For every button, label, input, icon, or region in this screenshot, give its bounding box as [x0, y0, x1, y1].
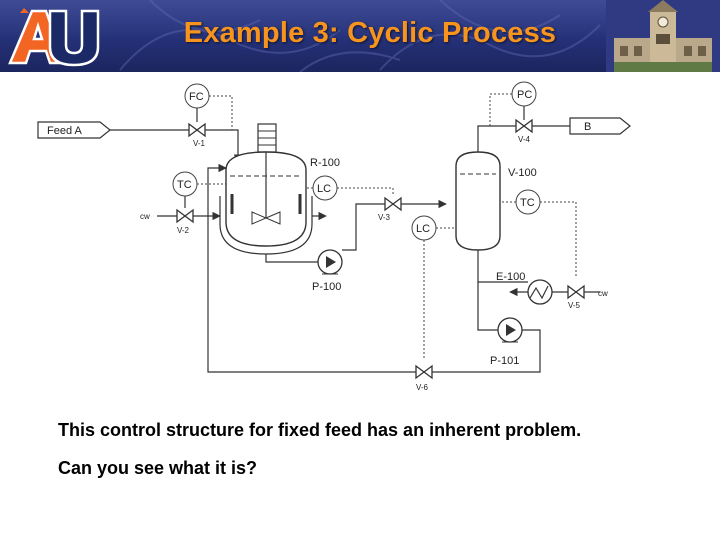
reactor-level-controller: LC — [312, 175, 338, 201]
svg-text:V-5: V-5 — [568, 301, 581, 310]
svg-text:TC: TC — [520, 197, 535, 209]
reactor-pump-p100: P-100 — [312, 249, 343, 293]
pressure-controller: PC — [511, 81, 537, 107]
svg-text:B: B — [584, 121, 591, 133]
column-v100: V-100 — [455, 151, 537, 251]
cw-exchanger-label: cw — [598, 289, 608, 298]
recycle-line — [207, 184, 541, 373]
svg-text:V-4: V-4 — [518, 135, 531, 144]
reactor-temp-controller: TC — [172, 171, 198, 197]
cooling-valve: V-2 — [176, 208, 194, 235]
svg-text:LC: LC — [317, 183, 331, 195]
exchanger-valve: V-5 — [567, 284, 585, 310]
svg-text:P-101: P-101 — [490, 355, 519, 367]
reactor-outlet-line — [265, 254, 318, 263]
feed-a-stream: Feed A — [37, 121, 111, 139]
column-temp-controller: TC — [515, 189, 541, 215]
banner-pattern — [119, 0, 601, 72]
svg-text:FC: FC — [189, 91, 204, 103]
reactor-label: R-100 — [310, 157, 340, 169]
auburn-logo — [8, 8, 100, 67]
svg-text:P-100: P-100 — [312, 281, 341, 293]
svg-text:LC: LC — [416, 223, 430, 235]
header-banner: Example 3: Cyclic Process — [0, 0, 720, 72]
bottoms-pump-p101: P-101 — [490, 317, 523, 367]
clock-tower-image — [606, 0, 720, 72]
caption-line-1: This control structure for fixed feed ha… — [58, 420, 582, 440]
fc-signal — [209, 95, 233, 130]
feed-valve: V-1 — [188, 122, 206, 148]
svg-text:V-1: V-1 — [193, 139, 206, 148]
column-level-controller: LC — [411, 215, 437, 241]
recycle-valve: V-6 — [415, 364, 433, 392]
feed-line — [110, 129, 243, 163]
feed-a-label: Feed A — [47, 125, 83, 137]
reactor-lc-signal — [337, 187, 394, 196]
cw-reactor-label: cw — [140, 212, 150, 221]
column-tc-signal — [540, 201, 577, 276]
svg-text:PC: PC — [517, 89, 532, 101]
caption-line-2: Can you see what it is? — [58, 458, 258, 478]
vapor-line — [477, 125, 570, 152]
svg-text:V-6: V-6 — [416, 383, 429, 392]
svg-text:V-3: V-3 — [378, 213, 391, 222]
transfer-valve: V-3 — [378, 196, 402, 222]
reactor-r100: R-100 — [219, 123, 340, 255]
svg-text:E-100: E-100 — [496, 271, 525, 283]
exchanger-e100: E-100 — [496, 271, 553, 305]
svg-text:V-2: V-2 — [177, 226, 190, 235]
flow-controller: FC — [184, 83, 210, 109]
process-flow-diagram: Feed A FC V-1 R-100 TC cw V-2 — [37, 81, 631, 392]
vapor-valve: V-4 — [515, 118, 533, 144]
slide-title: Example 3: Cyclic Process — [183, 17, 557, 49]
svg-text:V-100: V-100 — [508, 167, 537, 179]
pc-signal — [489, 93, 512, 126]
product-b-stream: B — [569, 117, 631, 135]
svg-text:TC: TC — [177, 179, 192, 191]
